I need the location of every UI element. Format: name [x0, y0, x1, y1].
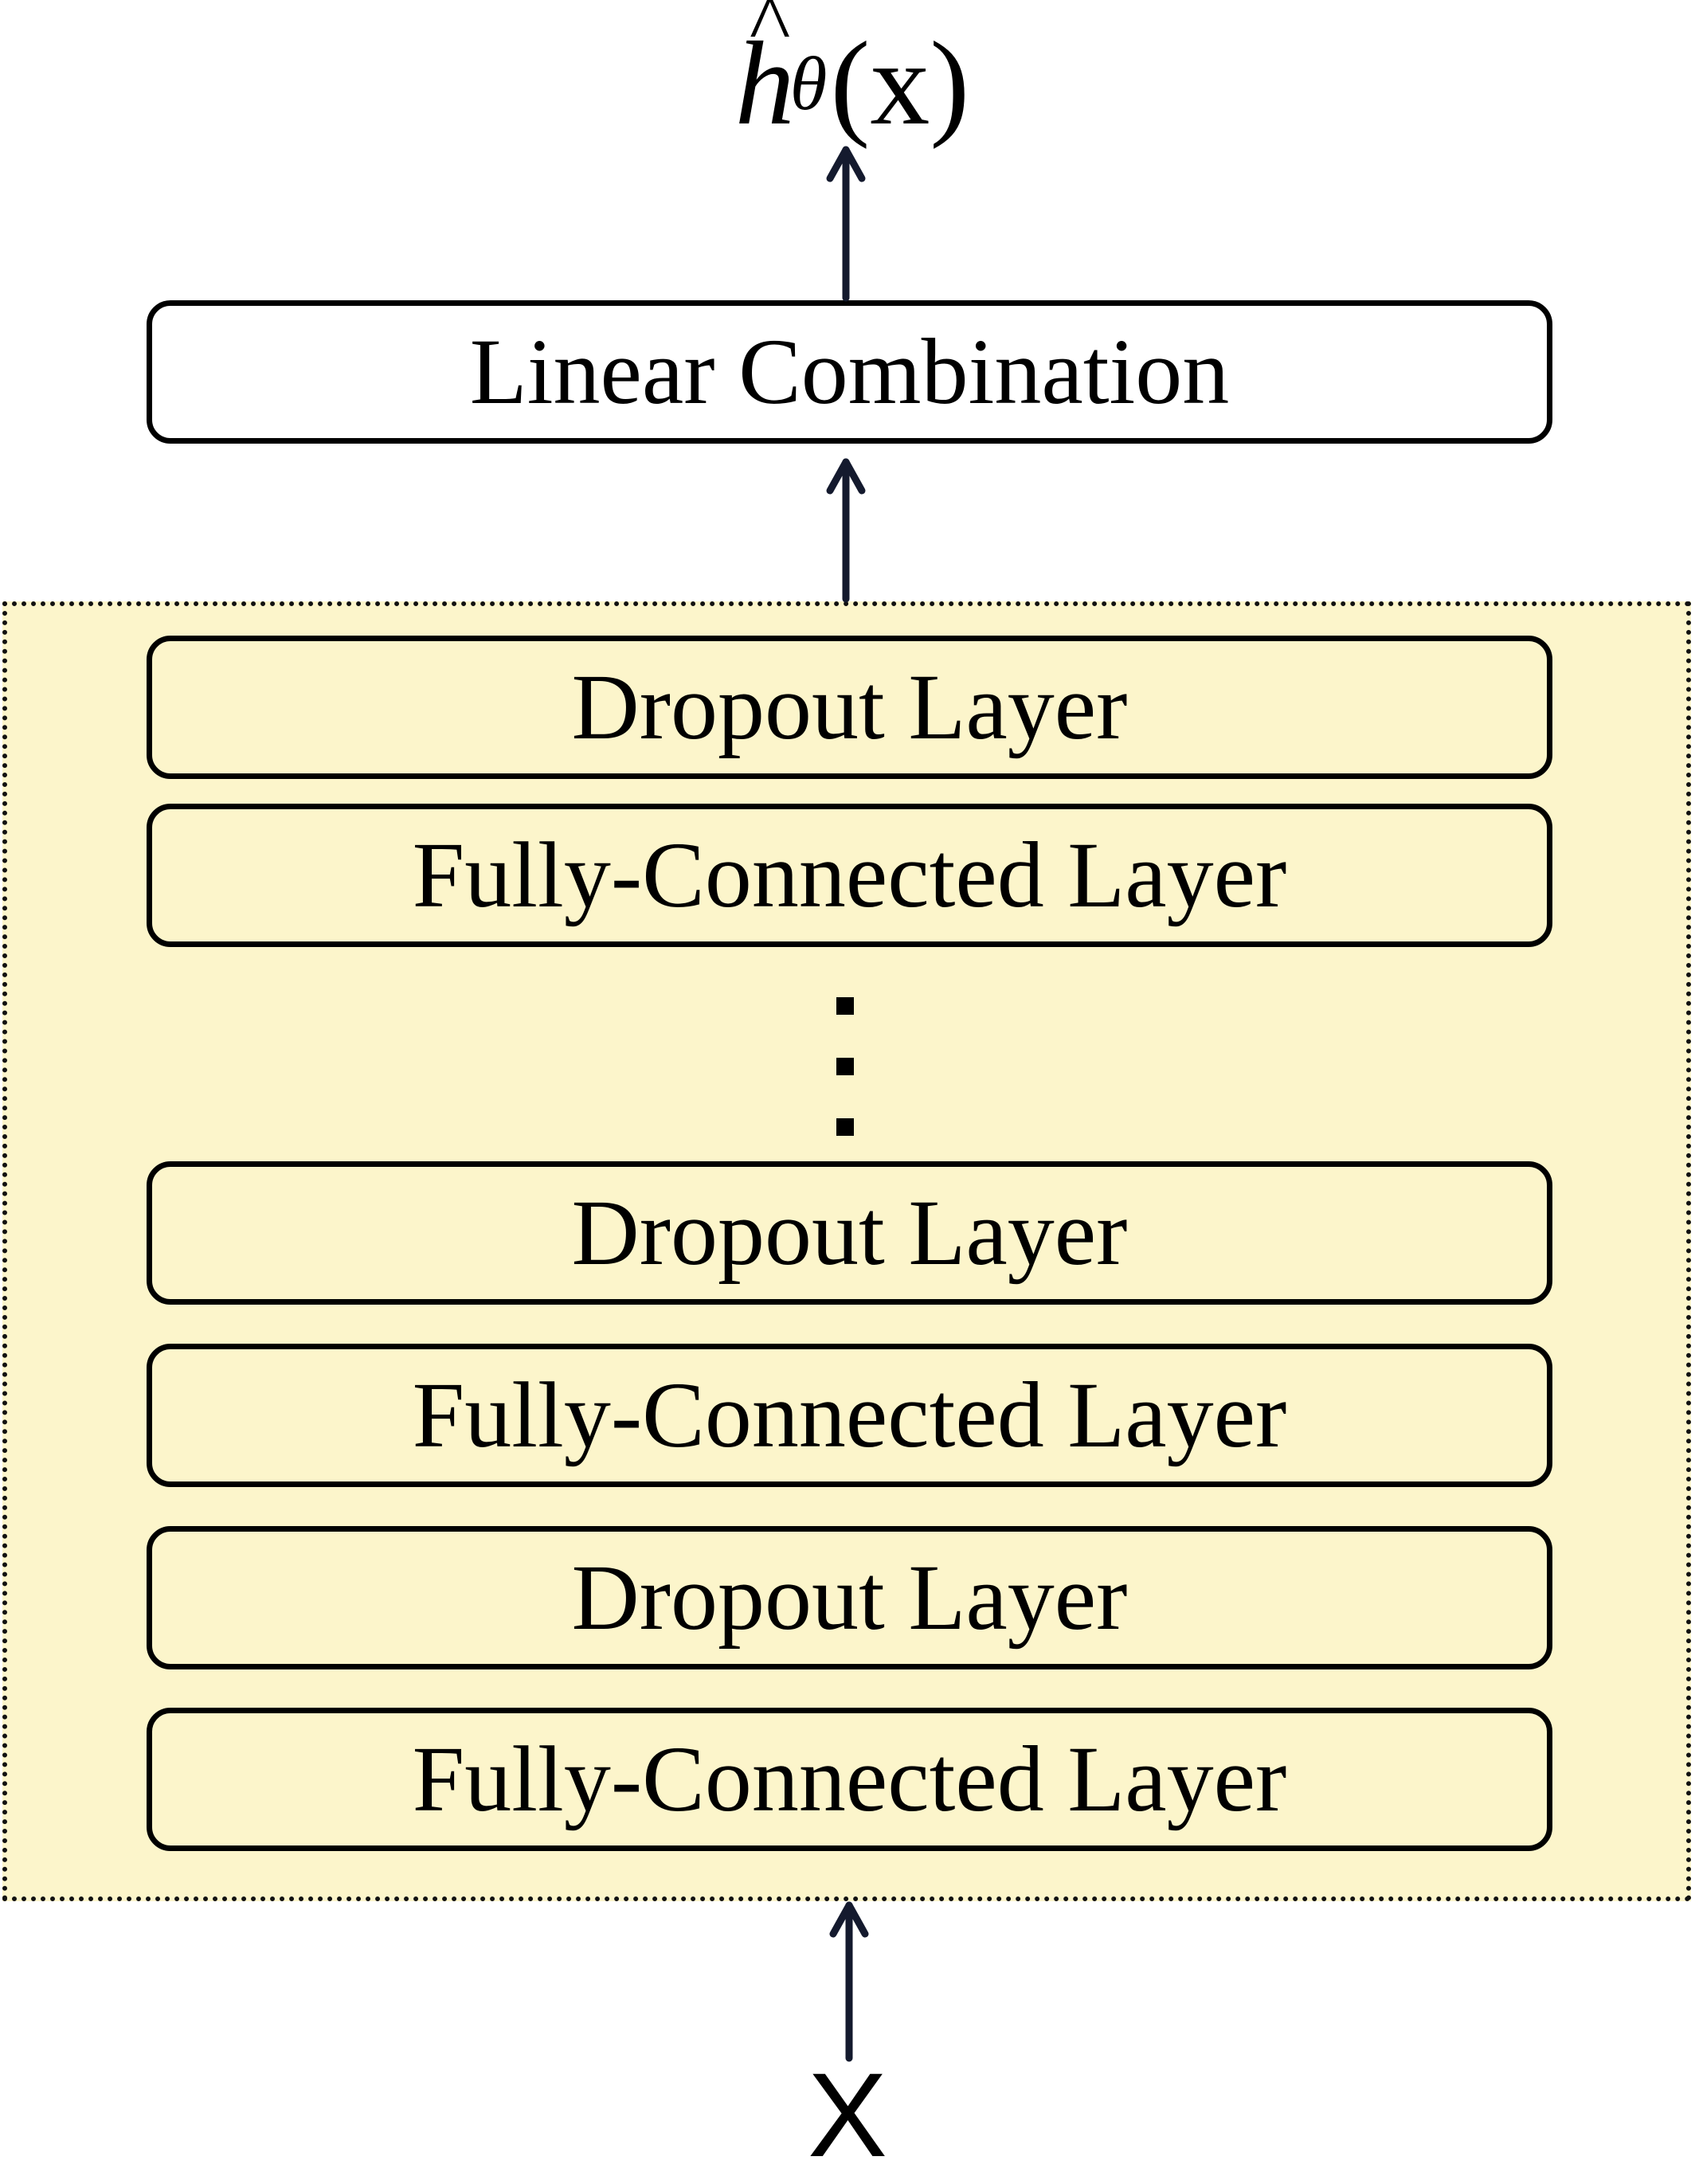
linear-combination-box: Linear Combination	[147, 300, 1552, 444]
output-label: ^ h θ(x)	[693, 0, 1012, 175]
layer-label: Dropout Layer	[571, 655, 1128, 759]
layer-label: Fully-Connected Layer	[412, 1363, 1287, 1467]
layer-label: Fully-Connected Layer	[412, 823, 1287, 927]
input-label: X	[807, 2047, 888, 2182]
output-base: h	[734, 18, 795, 150]
output-subscript: θ	[789, 41, 828, 126]
dropout-layer-box: Dropout Layer	[147, 1161, 1552, 1305]
ellipsis-dot	[836, 1118, 854, 1136]
layer-label: Fully-Connected Layer	[412, 1727, 1287, 1831]
hat-accent: ^	[749, 0, 791, 72]
linear-combination-label: Linear Combination	[469, 319, 1230, 424]
fully-connected-layer-box: Fully-Connected Layer	[147, 1344, 1552, 1487]
dropout-layer-box: Dropout Layer	[147, 1526, 1552, 1669]
ellipsis-dot	[836, 1058, 854, 1075]
arrow-from-input	[829, 1901, 869, 2062]
arrow-to-linear-combination	[826, 458, 866, 603]
ellipsis-dot	[836, 997, 854, 1015]
layer-label: Dropout Layer	[571, 1545, 1128, 1650]
fully-connected-layer-box: Fully-Connected Layer	[147, 804, 1552, 947]
layer-label: Dropout Layer	[571, 1180, 1128, 1285]
arrow-to-output	[826, 146, 866, 302]
fully-connected-layer-box: Fully-Connected Layer	[147, 1708, 1552, 1851]
output-argument: (x)	[830, 18, 970, 150]
output-symbol: ^ h	[734, 0, 795, 152]
dropout-layer-box: Dropout Layer	[147, 636, 1552, 779]
